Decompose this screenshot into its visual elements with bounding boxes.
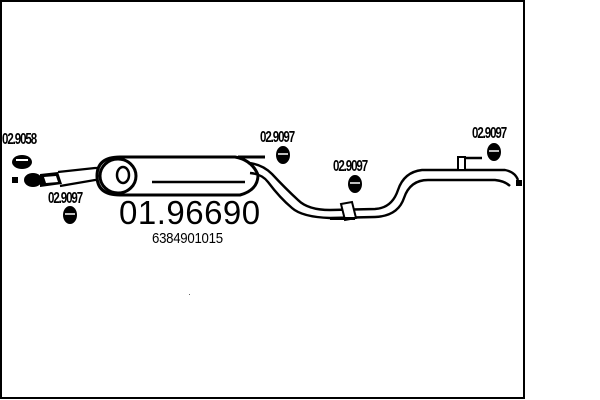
tail-pipe <box>247 161 520 220</box>
pipe-bracket <box>330 217 355 220</box>
callout-label-hanger-3: 02.9097 <box>333 158 368 175</box>
rubber-hanger-icon <box>348 175 362 193</box>
oem-part-number: 6384901015 <box>152 230 223 247</box>
callout-label-hanger-4: 02.9097 <box>472 125 507 142</box>
stray-dot <box>189 294 190 295</box>
rubber-hanger-icon <box>276 146 290 164</box>
rubber-hanger-icon <box>487 143 501 161</box>
main-part-number: 01.96690 <box>119 194 261 231</box>
callout-label-hanger-1: 02.9097 <box>48 190 83 207</box>
rubber-hanger-icon <box>63 206 77 224</box>
rubber-ring-mount-icon <box>12 155 32 169</box>
front-flange-clamp <box>24 172 62 187</box>
callout-label-ring-mount: 02.9058 <box>2 131 37 148</box>
callout-label-hanger-2: 02.9097 <box>260 129 295 146</box>
muffler <box>95 155 265 197</box>
pipe-clamp <box>339 200 358 222</box>
pipe-end-marker-left <box>12 177 18 183</box>
diagram-frame <box>0 0 525 399</box>
pipe-end-marker-right <box>516 180 522 186</box>
hanger-bracket-right <box>457 156 482 171</box>
